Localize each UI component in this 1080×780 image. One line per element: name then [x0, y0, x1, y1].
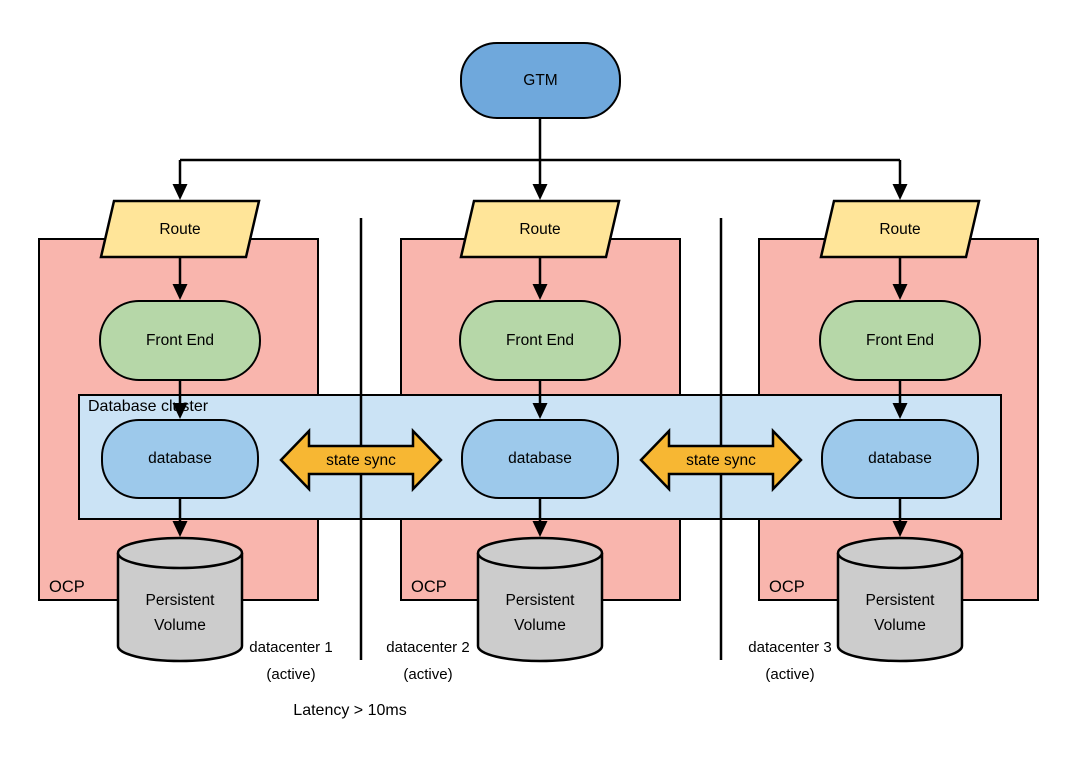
- front-end-node-2: Front End: [459, 300, 621, 381]
- datacenter-label-3-line1: datacenter 3: [748, 639, 832, 656]
- route-shape-1: [99, 199, 261, 259]
- state-sync-label-2: state sync: [686, 452, 756, 469]
- ocp-label-3: OCP: [769, 578, 805, 596]
- datacenter-label-2-line1: datacenter 2: [386, 639, 470, 656]
- volume-cylinder-body-1: [116, 553, 244, 663]
- route-label-3: Route: [879, 221, 921, 238]
- datacenter-label-3-line2: (active): [765, 666, 815, 683]
- ocp-label-1: OCP: [49, 578, 85, 596]
- volume-cylinder-top-2: [476, 536, 604, 570]
- database-node-2: database: [461, 419, 619, 499]
- column-connector-lines: [178, 257, 902, 522]
- volume-cylinder-top-3: [836, 536, 964, 570]
- database-label-2: database: [508, 450, 572, 467]
- route-shape-2: [459, 199, 621, 259]
- persistent-volume-label-3-line2: Volume: [874, 617, 926, 634]
- persistent-volume-label-2: Persistent Volume: [478, 588, 602, 638]
- front-end-label-1: Front End: [145, 331, 215, 349]
- route-shape-3: [819, 199, 981, 259]
- gtm-node: GTM: [460, 42, 621, 119]
- volume-cylinder-top-1: [116, 536, 244, 570]
- datacenter-label-3: datacenter 3 (active): [705, 634, 875, 688]
- persistent-volume-cylinders: [116, 536, 964, 663]
- state-sync-arrow-1: [279, 427, 443, 493]
- database-label-3: database: [868, 450, 932, 467]
- route-label-2: Route: [519, 221, 561, 238]
- column-connector-arrowheads: [172, 284, 908, 537]
- database-node-3: database: [821, 419, 979, 499]
- persistent-volume-label-1-line1: Persistent: [145, 592, 215, 609]
- gtm-branch-lines: [178, 119, 902, 185]
- state-sync-label-1: state sync: [326, 452, 396, 469]
- database-node-1: database: [101, 419, 259, 499]
- persistent-volume-label-1-line2: Volume: [154, 617, 206, 634]
- front-end-node-3: Front End: [819, 300, 981, 381]
- front-end-node-1: Front End: [99, 300, 261, 381]
- latency-note: Latency > 10ms: [293, 702, 407, 719]
- persistent-volume-label-3: Persistent Volume: [838, 588, 962, 638]
- front-end-label-2: Front End: [505, 331, 575, 349]
- persistent-volume-label-2-line1: Persistent: [505, 592, 575, 609]
- persistent-volume-label-1: Persistent Volume: [118, 588, 242, 638]
- datacenter-label-2-line2: (active): [403, 666, 453, 683]
- database-label-1: database: [148, 450, 212, 467]
- volume-cylinder-body-3: [836, 553, 964, 663]
- datacenter-label-1-line2: (active): [266, 666, 316, 683]
- datacenter-label-1-line1: datacenter 1: [249, 639, 333, 656]
- gtm-branch-arrowheads: [172, 184, 908, 200]
- front-end-label-3: Front End: [865, 331, 935, 349]
- ocp-label-2: OCP: [411, 578, 447, 596]
- datacenter-label-1: datacenter 1 (active): [206, 634, 376, 688]
- volume-cylinder-body-2: [476, 553, 604, 663]
- datacenter-label-2: datacenter 2 (active): [343, 634, 513, 688]
- persistent-volume-label-3-line1: Persistent: [865, 592, 935, 609]
- route-label-1: Route: [159, 221, 201, 238]
- persistent-volume-label-2-line2: Volume: [514, 617, 566, 634]
- gtm-node-label: GTM: [523, 71, 558, 89]
- state-sync-arrow-2: [639, 427, 803, 493]
